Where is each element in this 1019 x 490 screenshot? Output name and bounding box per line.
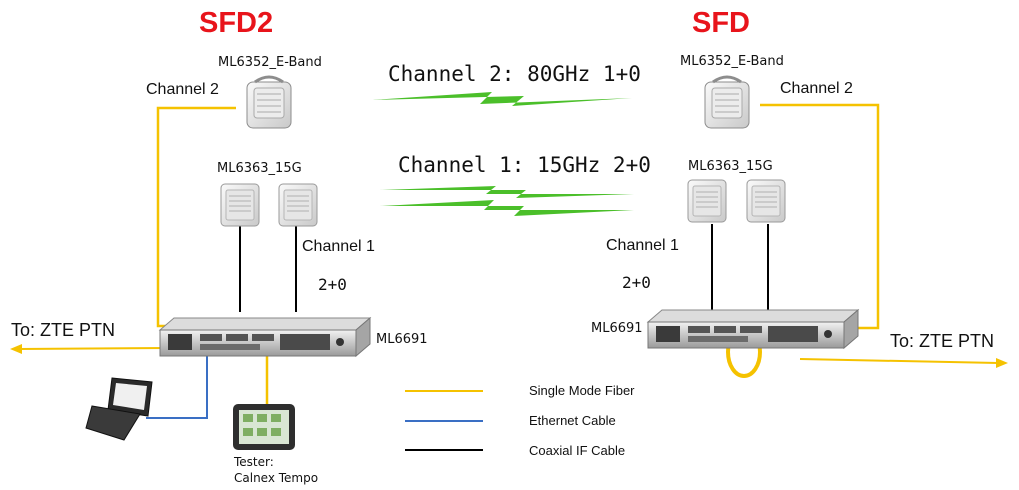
channel2-link-label: Channel 2: 80GHz 1+0 — [388, 62, 641, 86]
left-eband-label: ML6352_E-Band — [218, 55, 322, 70]
radio-link-channel2 — [372, 92, 632, 106]
right-15g-label: ML6363_15G — [688, 159, 773, 174]
tester-icon — [233, 404, 295, 450]
right-config-label: 2+0 — [622, 273, 651, 292]
arrow-icon — [10, 344, 22, 354]
coax-cables — [239, 224, 769, 312]
radio-unit-icon — [245, 75, 293, 130]
left-router-label: ML6691 — [376, 332, 428, 347]
uplink-left — [10, 344, 169, 354]
legend-fiber-label: Single Mode Fiber — [529, 383, 635, 398]
radio-unit-icon — [746, 179, 786, 223]
left-channel1-label: Channel 1 — [302, 238, 375, 255]
tester-label-line2: Calnex Tempo — [234, 471, 319, 485]
lightning-link-icon — [380, 200, 634, 216]
uplink-right — [799, 358, 1008, 368]
left-15g-label: ML6363_15G — [217, 161, 302, 176]
right-uplink-label: To: ZTE PTN — [890, 331, 995, 351]
radio-unit-icon — [220, 183, 260, 227]
tester-label: Tester: Calnex Tempo — [234, 454, 318, 486]
arrow-icon — [996, 358, 1008, 368]
right-router-label: ML6691 — [591, 321, 643, 336]
site-title-left: SFD2 — [199, 7, 274, 39]
router-chassis-icon — [159, 317, 371, 357]
laptop-icon — [85, 377, 153, 441]
site-title-right: SFD — [692, 7, 750, 39]
radio-link-channel1 — [380, 186, 634, 216]
radio-unit-icon — [687, 179, 727, 223]
right-eband-label: ML6352_E-Band — [680, 54, 784, 69]
legend-ethernet-label: Ethernet Cable — [529, 413, 616, 428]
ethernet-cable — [146, 336, 208, 419]
channel1-link-label: Channel 1: 15GHz 2+0 — [398, 153, 651, 177]
lightning-link-icon — [372, 92, 632, 106]
fiber-cables — [156, 103, 880, 404]
radio-unit-icon — [278, 183, 318, 227]
router-chassis-icon — [647, 309, 859, 349]
left-channel2-label: Channel 2 — [146, 81, 219, 98]
right-channel1-label: Channel 1 — [606, 237, 679, 254]
legend-coax-label: Coaxial IF Cable — [529, 443, 626, 458]
left-uplink-label: To: ZTE PTN — [11, 320, 116, 340]
right-channel2-label: Channel 2 — [780, 80, 853, 97]
tester-label-line1: Tester: — [234, 455, 274, 469]
radio-unit-icon — [703, 75, 751, 130]
left-config-label: 2+0 — [318, 275, 347, 294]
lightning-link-icon — [380, 186, 634, 198]
